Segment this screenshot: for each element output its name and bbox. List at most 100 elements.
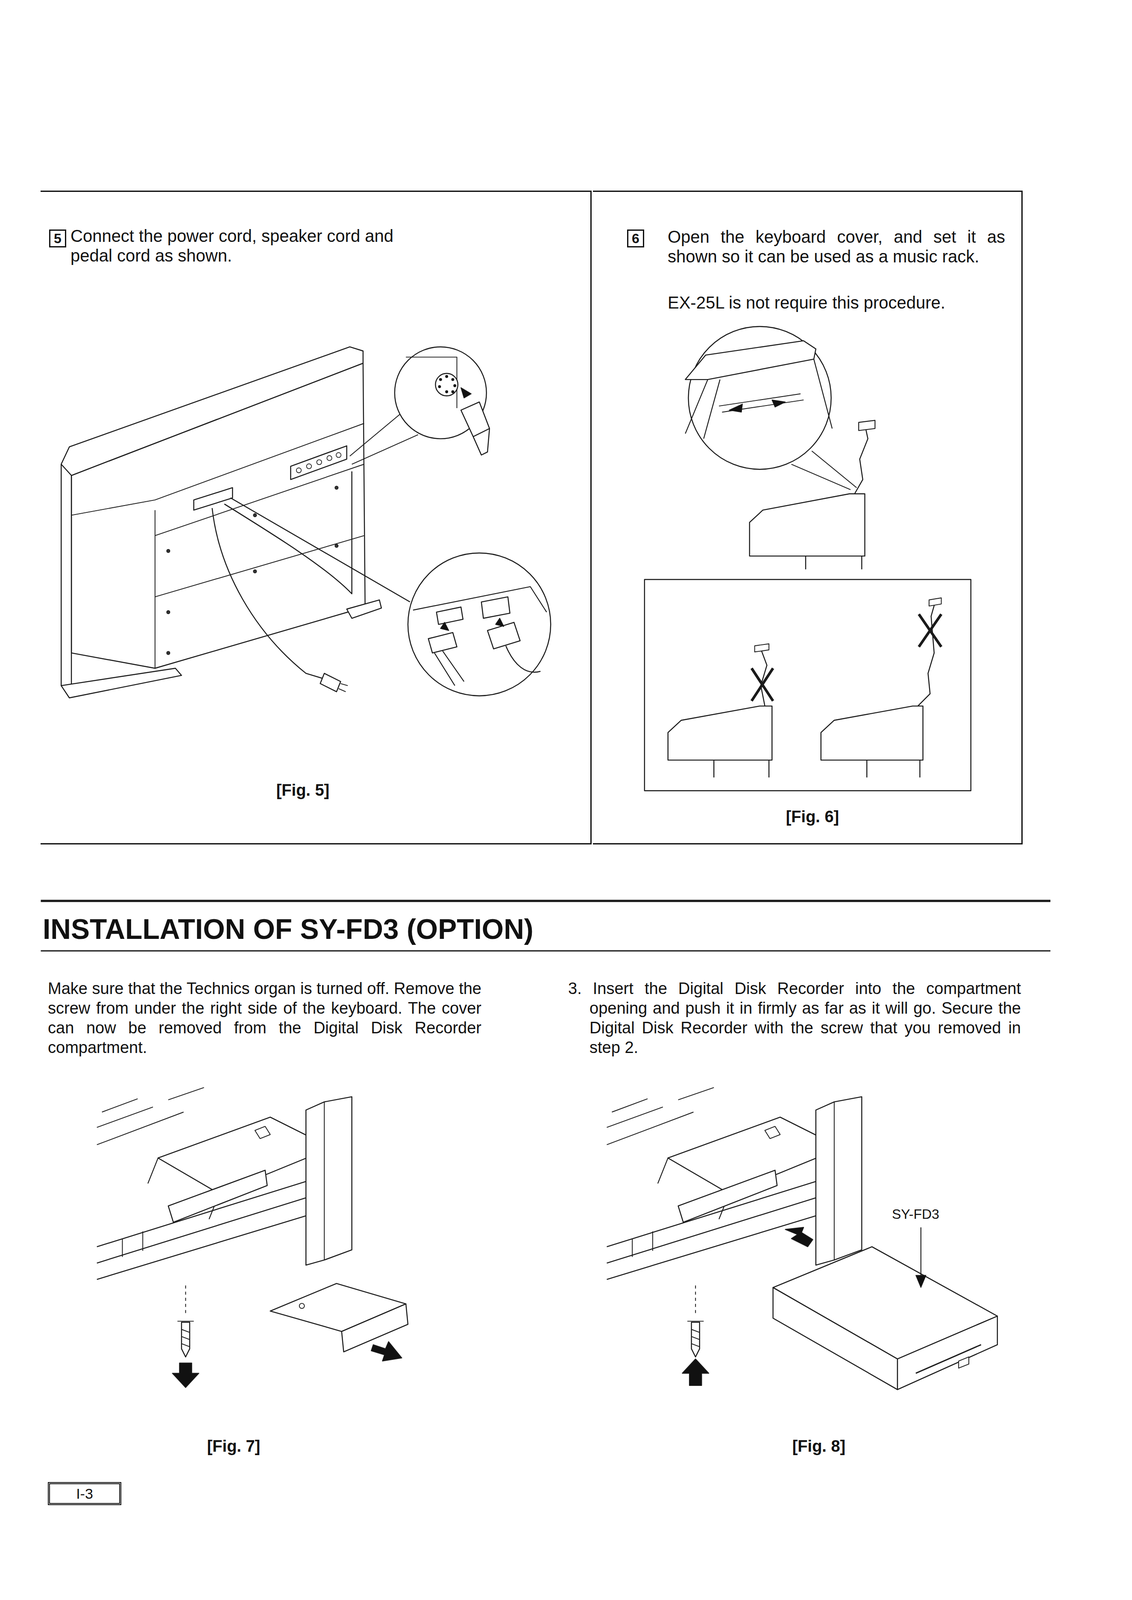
step-number-box: 5 xyxy=(49,229,67,248)
inset-frame xyxy=(644,579,971,791)
label-leader xyxy=(920,1226,922,1277)
screw-dot xyxy=(166,651,171,655)
cheek-block xyxy=(305,1096,352,1265)
screw xyxy=(687,1320,704,1347)
power-cord xyxy=(212,507,327,680)
organ-leg xyxy=(713,759,769,778)
din-plug xyxy=(460,401,490,437)
instruction-text: Open the keyboard cover, and set it as s… xyxy=(667,226,1006,267)
keyboard-edge xyxy=(96,1087,205,1145)
jack-socket xyxy=(296,467,302,473)
leader-line xyxy=(351,434,419,464)
instruction-text: 3. Insert the Digital Disk Recorder into… xyxy=(568,978,1021,1057)
section-heading: INSTALLATION OF SY-FD3 (OPTION) xyxy=(42,912,534,945)
din-pin xyxy=(439,378,442,381)
direction-arrow xyxy=(785,1226,813,1247)
disk-slot xyxy=(915,1344,982,1373)
power-plug xyxy=(320,673,341,692)
din-plug xyxy=(473,428,490,455)
wrong-mark xyxy=(751,668,774,701)
direction-arrow xyxy=(682,1358,709,1385)
power-cable xyxy=(505,645,541,672)
jack-panel xyxy=(290,445,347,480)
screw-dot xyxy=(166,610,171,614)
organ-profile xyxy=(668,705,773,760)
front-rail xyxy=(632,1231,653,1257)
din-pin xyxy=(445,375,449,378)
recorder-unit xyxy=(897,1315,998,1390)
socket-panel xyxy=(413,586,547,613)
jack-socket xyxy=(326,455,332,461)
screw-dot xyxy=(253,569,257,573)
speaker-socket xyxy=(436,606,464,625)
screw xyxy=(691,1321,700,1357)
din-pin xyxy=(451,390,455,393)
screw-dot xyxy=(166,548,171,553)
organ-profile xyxy=(749,493,866,556)
screw-leader xyxy=(695,1284,696,1316)
callout-circle xyxy=(407,552,551,696)
din-pin xyxy=(451,378,455,381)
figure-caption: [Fig. 7] xyxy=(169,1436,298,1455)
organ-foot xyxy=(61,668,182,698)
direction-arrow xyxy=(371,1340,402,1361)
part-label: SY-FD3 xyxy=(891,1205,940,1222)
figure-caption: [Fig. 6] xyxy=(748,806,877,826)
leader-line xyxy=(349,410,405,456)
heading-rule xyxy=(40,899,1051,902)
speaker-cord xyxy=(230,497,411,602)
insert-arrow xyxy=(440,621,449,631)
screw-leader xyxy=(185,1284,187,1316)
cheek-block xyxy=(323,1101,325,1260)
rack-top xyxy=(929,597,942,606)
organ-leg xyxy=(805,555,862,569)
step-panel: Open the keyboard cover, and set it as s… xyxy=(592,190,1023,845)
step-panel: Connect the power cord, speaker cord and… xyxy=(40,190,592,845)
figure-caption: [Fig. 8] xyxy=(754,1436,883,1455)
keyboard-cover xyxy=(685,340,816,380)
jack-socket xyxy=(306,463,312,469)
step-number-box: 6 xyxy=(627,229,645,248)
panel-seam xyxy=(154,510,156,669)
panel-seam xyxy=(155,535,364,597)
insert-arrow xyxy=(495,618,504,627)
instruction-text: Make sure that the Technics organ is tur… xyxy=(47,978,482,1057)
note-text: EX-25L is not require this procedure. xyxy=(667,292,1010,313)
tray-knob xyxy=(255,1126,271,1139)
speaker-plug xyxy=(428,632,458,653)
organ-leg xyxy=(61,463,72,690)
instruction-text: Connect the power cord, speaker cord and… xyxy=(70,225,438,266)
screw-dot xyxy=(334,543,339,548)
rack-top xyxy=(754,643,769,652)
direction-arrow xyxy=(172,1362,199,1388)
wrong-mark xyxy=(918,613,942,647)
cover-support xyxy=(685,358,833,439)
insert-arrow xyxy=(460,387,472,398)
jack-socket xyxy=(316,459,322,465)
power-socket xyxy=(481,596,511,619)
screw xyxy=(177,1320,194,1347)
step-number: 6 xyxy=(628,230,643,247)
organ-profile xyxy=(821,705,924,760)
din-pin xyxy=(438,385,441,388)
front-rail xyxy=(122,1231,143,1257)
power-plug xyxy=(338,683,348,692)
recorder-unit xyxy=(773,1287,898,1390)
leader-line xyxy=(811,450,857,488)
page-number: I-3 xyxy=(49,1484,120,1502)
keyboard-edge xyxy=(606,1087,714,1145)
panel-seam xyxy=(71,423,364,516)
rack-top xyxy=(858,420,875,431)
organ-leg xyxy=(866,759,920,778)
jack-socket xyxy=(336,452,341,458)
speaker-cable xyxy=(434,650,464,686)
insert-arrow xyxy=(729,403,743,412)
cheek-block xyxy=(833,1101,835,1260)
cover-slot xyxy=(718,393,804,413)
connector-block xyxy=(193,487,233,511)
screw-dot xyxy=(253,513,257,517)
step-number: 5 xyxy=(50,230,65,247)
rack-bracket xyxy=(854,424,869,494)
